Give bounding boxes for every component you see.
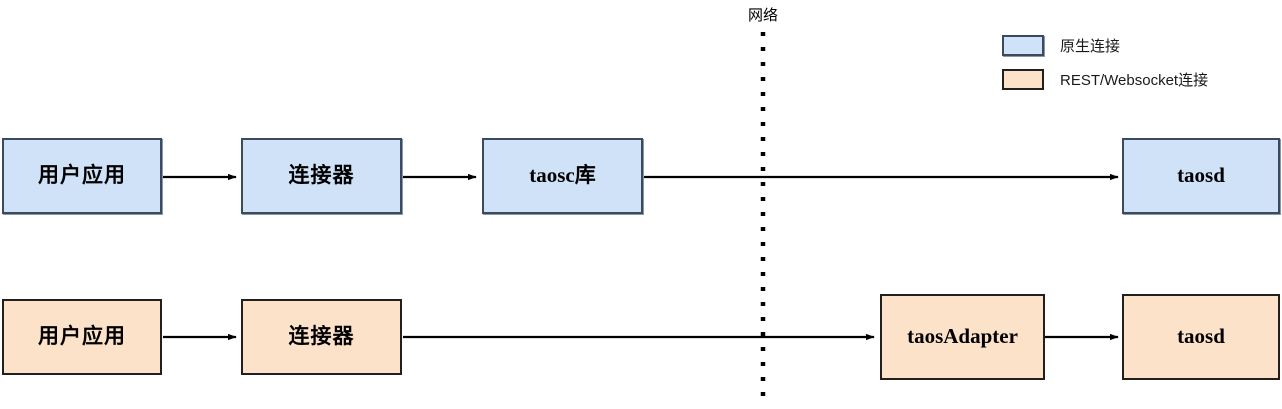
node-rest-taosd[interactable]: taosd xyxy=(1122,294,1280,380)
legend-item-rest: REST/Websocket连接 xyxy=(1002,64,1208,94)
network-divider-label: 网络 xyxy=(747,7,778,24)
legend-swatch-rest-icon xyxy=(1002,68,1044,90)
node-label: taosAdapter xyxy=(907,324,1018,349)
node-label: taosd xyxy=(1177,324,1225,349)
node-native-taosd[interactable]: taosd xyxy=(1122,138,1280,214)
node-label: taosd xyxy=(1177,163,1225,188)
legend-item-native: 原生连接 xyxy=(1002,30,1208,60)
legend-label: 原生连接 xyxy=(1060,37,1121,55)
node-label: 用户应用 xyxy=(38,325,126,349)
node-rest-taosadapter[interactable]: taosAdapter xyxy=(880,294,1045,380)
node-native-connector[interactable]: 连接器 xyxy=(241,138,402,214)
node-label: taosc库 xyxy=(529,163,596,188)
node-label: 用户应用 xyxy=(38,164,126,188)
node-label: 连接器 xyxy=(288,164,355,188)
node-rest-user-app[interactable]: 用户应用 xyxy=(2,299,162,375)
node-label: 连接器 xyxy=(288,325,355,349)
node-native-user-app[interactable]: 用户应用 xyxy=(2,138,162,214)
node-native-taosc[interactable]: taosc库 xyxy=(482,138,643,214)
legend: 原生连接 REST/Websocket连接 xyxy=(1002,30,1208,98)
legend-label: REST/Websocket连接 xyxy=(1060,71,1209,89)
legend-swatch-native-icon xyxy=(1002,34,1044,56)
node-rest-connector[interactable]: 连接器 xyxy=(241,299,402,375)
